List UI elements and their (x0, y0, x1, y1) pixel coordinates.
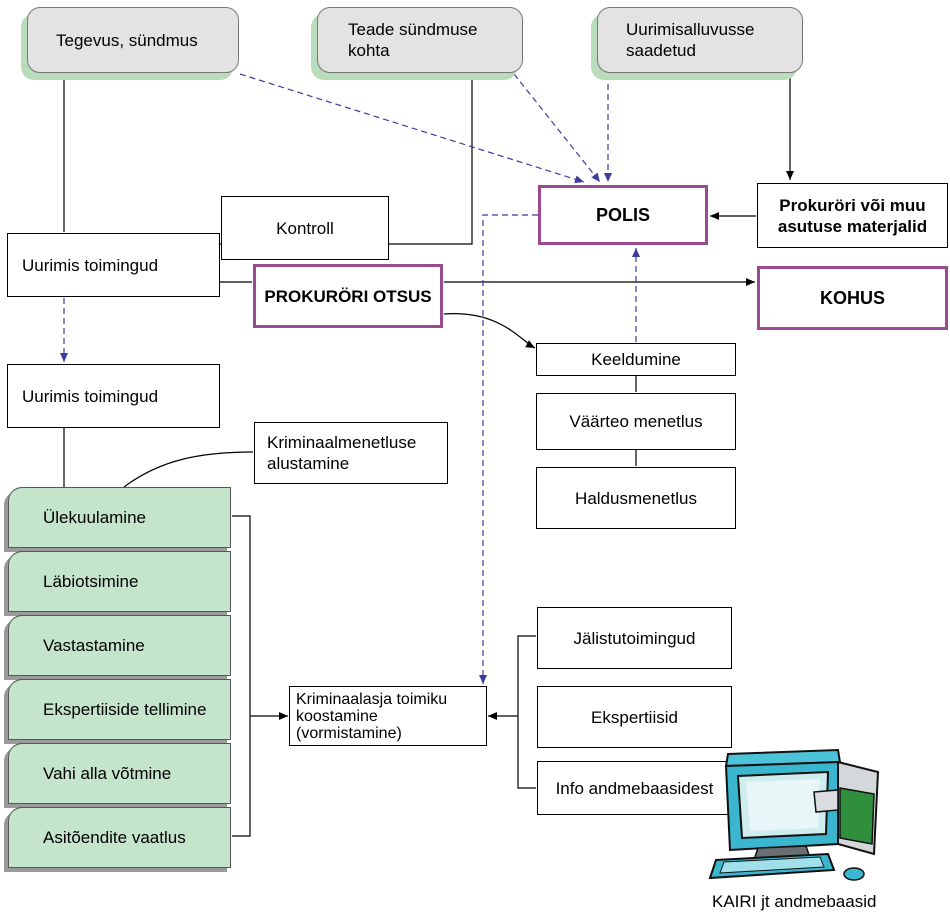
node-prokurori-otsus: PROKURÖRI OTSUS (253, 264, 443, 328)
node-keeldumine-label: Keeldumine (591, 350, 681, 369)
node-jalistutoimingud-label: Jälistutoimingud (573, 628, 696, 648)
node-teade: Teade sündmuse kohta (317, 7, 523, 73)
action-item-label: Vastastamine (43, 636, 145, 655)
node-tegevus-label: Tegevus, sündmus (56, 30, 198, 50)
action-item-label: Ülekuulamine (43, 508, 146, 527)
action-item-label: Läbiotsimine (43, 572, 139, 591)
node-uurimisalluvus-label: Uurimisalluvusse saadetud (626, 20, 755, 60)
node-keeldumine: Keeldumine (536, 343, 736, 376)
databases-caption: KAIRI jt andmebaasid (712, 892, 877, 911)
node-prokurori-materjalid: Prokuröri või muu asutuse materjalid (757, 183, 948, 248)
node-uurimis-toimingud-2-label: Uurimis toimingud (22, 386, 159, 406)
node-vaarteo-menetlus: Väärteo menetlus (536, 393, 736, 450)
node-jalistutoimingud: Jälistutoimingud (537, 607, 732, 669)
node-uurimis-toimingud-1-label: Uurimis toimingud (22, 255, 159, 275)
computer-icon (708, 748, 880, 881)
node-kriminaalasja-toimik: Kriminaalasja toimiku koostamine (vormis… (289, 686, 487, 746)
node-kriminaalasja-toimik-label: Kriminaalasja toimiku koostamine (vormis… (296, 690, 448, 742)
node-ekspertiisid-label: Ekspertiisid (591, 707, 678, 727)
node-info-andmebaasidest-label: Info andmebaasidest (555, 778, 714, 798)
node-haldusmenetlus-label: Haldusmenetlus (575, 488, 697, 508)
node-prokurori-otsus-label: PROKURÖRI OTSUS (264, 286, 432, 306)
action-item-label: Vahi alla võtmine (43, 764, 172, 783)
node-kohus-label: KOHUS (819, 287, 885, 308)
node-ekspertiisid: Ekspertiisid (537, 686, 732, 748)
node-vaarteo-menetlus-label: Väärteo menetlus (569, 412, 703, 431)
action-item: Vahi alla võtmine (8, 743, 231, 804)
node-prokurori-materjalid-label: Prokuröri või muu asutuse materjalid (777, 195, 928, 236)
action-item: Ülekuulamine (8, 487, 231, 548)
node-uurimis-toimingud-1: Uurimis toimingud (7, 233, 220, 297)
node-kriminaalmenetluse-alustamine: Kriminaalmenetluse alustamine (254, 422, 448, 484)
node-polis: POLIS (538, 185, 708, 245)
node-info-andmebaasidest: Info andmebaasidest (537, 761, 732, 815)
node-uurimisalluvus: Uurimisalluvusse saadetud (597, 7, 803, 73)
node-tegevus: Tegevus, sündmus (27, 7, 239, 73)
action-item: Ekspertiiside tellimine (8, 679, 231, 740)
node-uurimis-toimingud-2: Uurimis toimingud (7, 364, 220, 428)
node-kohus: KOHUS (757, 266, 948, 330)
action-item: Asitõendite vaatlus (8, 807, 231, 868)
action-item-label: Asitõendite vaatlus (43, 828, 186, 847)
node-kontroll: Kontroll (221, 196, 389, 260)
node-teade-label: Teade sündmuse kohta (348, 20, 478, 60)
node-kriminaalmenetluse-alustamine-label: Kriminaalmenetluse alustamine (267, 433, 417, 473)
node-haldusmenetlus: Haldusmenetlus (536, 467, 736, 529)
action-item-label: Ekspertiiside tellimine (43, 700, 207, 719)
action-item: Vastastamine (8, 615, 231, 676)
node-polis-label: POLIS (595, 204, 650, 225)
node-kontroll-label: Kontroll (276, 218, 334, 238)
action-item: Läbiotsimine (8, 551, 231, 612)
